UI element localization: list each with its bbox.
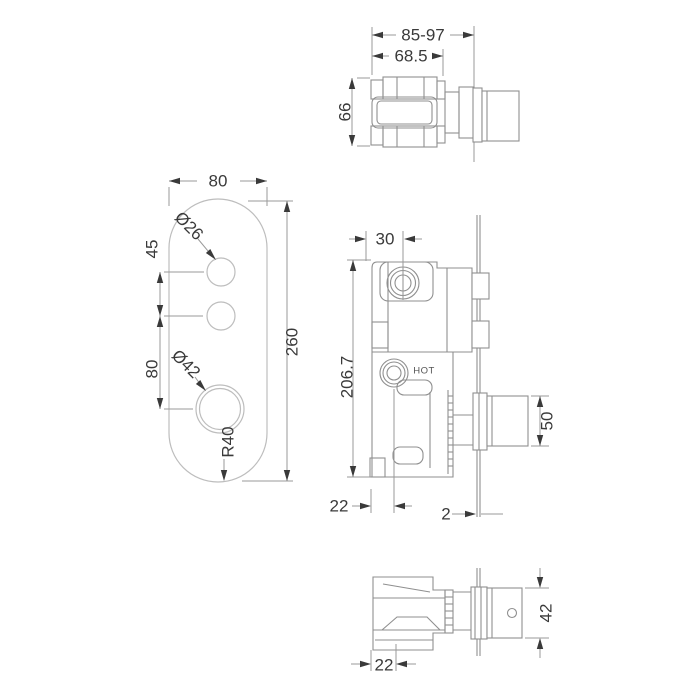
side-view-dimension-lines <box>347 231 549 518</box>
grub-screw-hole <box>506 607 518 619</box>
outlet-tab <box>471 272 490 300</box>
dim-port-offset: 30 <box>376 230 395 249</box>
side-view-valve-body <box>369 261 529 478</box>
dim-plate-width: 80 <box>209 172 228 191</box>
cartridge-profile <box>381 616 441 631</box>
control-knob-outer <box>195 384 245 434</box>
dim-handle-diameter-side: 50 <box>538 412 557 431</box>
top-view-valve-body <box>370 76 520 148</box>
dim-button-diameter: Ø26 <box>171 208 207 244</box>
outlet-tab <box>471 320 490 349</box>
bottom-view-valve-body <box>372 568 523 656</box>
hot-label: HOT <box>413 366 435 377</box>
dim-control-diameter: Ø42 <box>168 346 204 382</box>
bottom-view-dimension-lines <box>351 568 549 671</box>
control-knob-inner <box>198 387 242 431</box>
cartridge-outline <box>371 96 438 129</box>
top-button <box>206 257 236 287</box>
dim-top-body-height: 66 <box>336 103 355 122</box>
side-view-wall-plate <box>476 215 481 517</box>
middle-button <box>206 301 236 331</box>
dim-side-body-height: 206.7 <box>338 356 357 399</box>
dimension-labels: 85-97 68.5 66 80 Ø26 45 80 Ø42 R40 260 3… <box>143 26 557 675</box>
dim-plate-height: 260 <box>283 328 302 356</box>
dim-depth-range: 85-97 <box>401 26 444 45</box>
valve-stem <box>444 91 460 134</box>
handle-knob <box>486 395 529 447</box>
top-view-dimension-lines <box>348 26 475 162</box>
dim-port-center-offset-side: 22 <box>330 497 349 516</box>
wall-flange <box>472 87 483 143</box>
dim-plate-thickness: 2 <box>441 505 450 524</box>
handle-collar <box>472 392 488 451</box>
dim-handle-diameter-bottom: 42 <box>537 604 556 623</box>
dim-button-spacing: 45 <box>143 240 162 259</box>
dim-button-to-control: 80 <box>143 360 162 379</box>
handle-knob <box>481 90 520 142</box>
hot-inlet-port <box>379 358 409 388</box>
faceplate-outline <box>168 198 268 483</box>
front-view-plate <box>168 198 268 483</box>
handle-collar <box>470 586 488 640</box>
dim-corner-radius: R40 <box>219 426 238 457</box>
dim-port-center-offset-bottom: 22 <box>375 656 394 675</box>
front-view-dimension-lines <box>156 177 293 482</box>
top-port-boss <box>379 261 434 302</box>
dim-body-depth: 68.5 <box>394 47 427 66</box>
